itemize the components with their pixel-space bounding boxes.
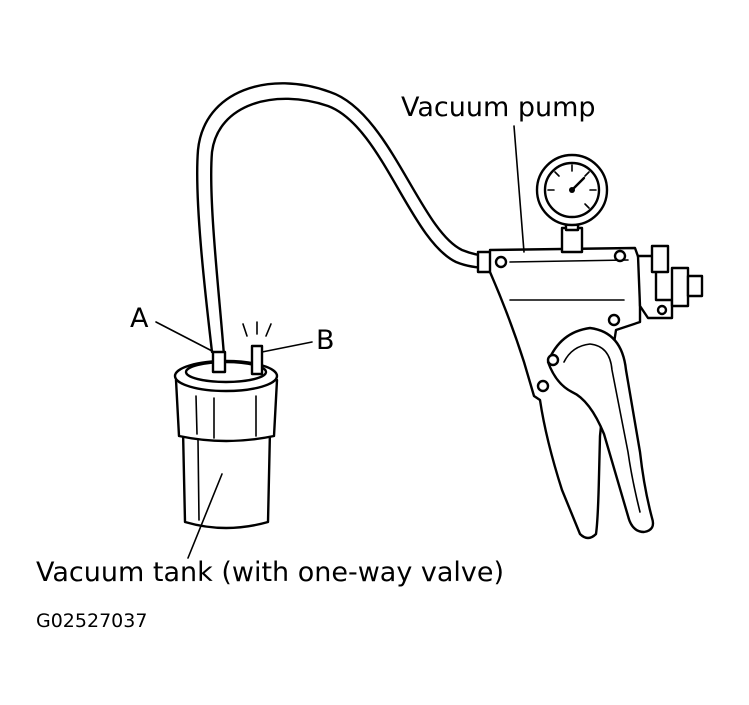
tank-leader-line bbox=[187, 473, 223, 559]
vacuum-pump bbox=[476, 153, 704, 540]
vacuum-tank bbox=[173, 321, 279, 530]
tank-label: Vacuum tank (with one-way valve) bbox=[36, 557, 504, 588]
gauge-ticks bbox=[547, 164, 597, 209]
b-label: B bbox=[316, 325, 335, 356]
b-leader-line bbox=[261, 341, 313, 353]
figure-id-label: G02527037 bbox=[36, 610, 147, 632]
pump-label: Vacuum pump bbox=[401, 92, 596, 123]
pump-leader-line bbox=[513, 125, 525, 253]
a-label: A bbox=[130, 303, 149, 334]
vacuum-hose bbox=[196, 82, 492, 358]
a-leader-line bbox=[155, 321, 215, 353]
